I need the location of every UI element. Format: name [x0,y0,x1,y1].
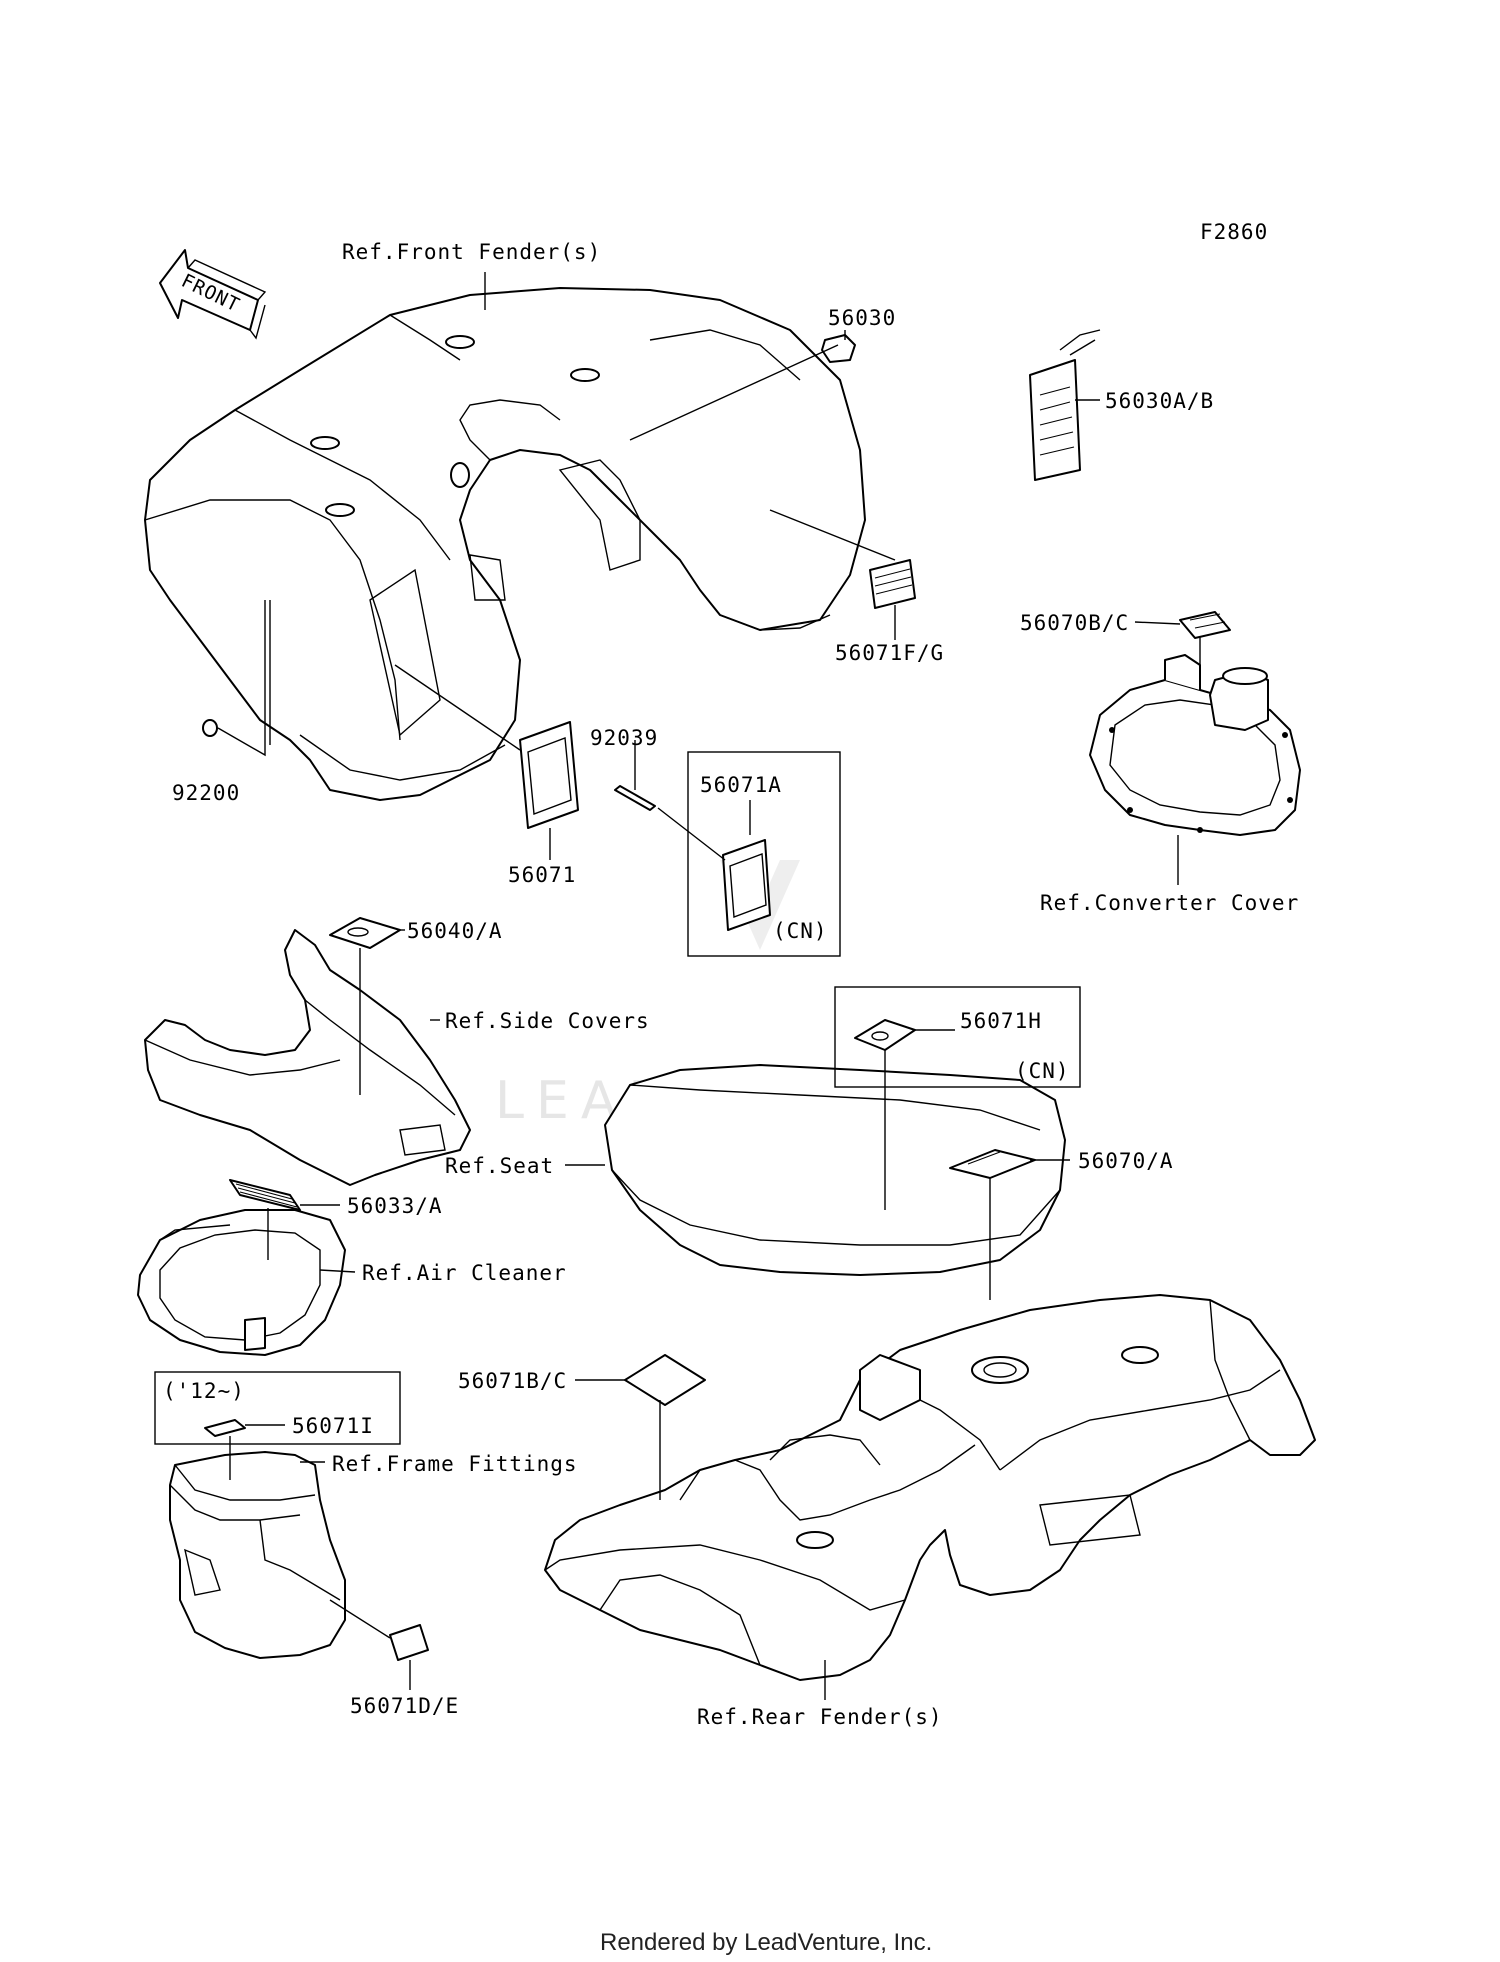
decal-56070BC [1179,611,1231,639]
label-56033A: 56033/A [347,1194,443,1218]
label-56040A: 56040/A [407,919,503,943]
box-year-12 [154,1371,401,1445]
decals [202,329,1231,1661]
decal-56040A [329,917,401,949]
label-cn-1: (CN) [773,919,828,943]
label-ref-seat: Ref.Seat [445,1154,554,1178]
label-92200: 92200 [172,781,240,805]
side-cover [144,929,471,1186]
rear-fender [544,1294,1316,1681]
label-ref-air-cleaner: Ref.Air Cleaner [362,1261,567,1285]
decal-56071H [854,1019,916,1051]
label-56071A: 56071A [700,773,782,797]
front-fender [144,287,866,801]
plate-56071A [722,839,771,931]
part-labels: Ref.Front Fender(s) 56030 56030A/B 56071… [163,240,1299,1729]
converter-cover [1089,654,1301,836]
grommet-56030 [821,334,856,363]
label-56071I: 56071I [292,1414,374,1438]
label-ref-front-fender: Ref.Front Fender(s) [342,240,601,264]
label-56070BC: 56070B/C [1020,611,1129,635]
label-56071: 56071 [508,863,576,887]
label-56071H: 56071H [960,1009,1042,1033]
frame-fittings [169,1451,346,1659]
label-ref-side-covers: Ref.Side Covers [445,1009,650,1033]
decal-56071I [204,1419,246,1437]
decal-56071FG [869,559,916,609]
label-56071FG: 56071F/G [835,641,944,665]
decal-56071DE [389,1624,429,1661]
decal-56071BC [624,1354,706,1406]
plate-56071 [519,721,579,829]
label-56071DE: 56071D/E [350,1694,459,1718]
label-ref-rear-fender: Ref.Rear Fender(s) [697,1705,943,1729]
screw-92039 [614,785,656,811]
front-arrow-icon: FRONT [159,249,267,340]
label-56070A: 56070/A [1078,1149,1174,1173]
label-56030AB: 56030A/B [1105,389,1214,413]
air-cleaner [137,1209,346,1356]
footer-credit: Rendered by LeadVenture, Inc. [600,1929,932,1956]
figure-code: F2860 [1200,220,1268,244]
label-cn-2: (CN) [1015,1059,1070,1083]
leader-lines [217,272,1201,1700]
box-56071H-cn [834,986,1081,1088]
decal-56033A [229,1179,301,1211]
label-year-note: ('12~) [163,1379,245,1403]
label-56030: 56030 [828,306,896,330]
box-56071A-cn [687,751,841,957]
clip-92200 [202,719,218,737]
tag-56030AB [1029,329,1101,481]
label-56071BC: 56071B/C [458,1369,567,1393]
label-ref-frame-fittings: Ref.Frame Fittings [332,1452,578,1476]
seat [604,1064,1066,1276]
label-ref-converter-cover: Ref.Converter Cover [1040,891,1299,915]
label-92039: 92039 [590,726,658,750]
